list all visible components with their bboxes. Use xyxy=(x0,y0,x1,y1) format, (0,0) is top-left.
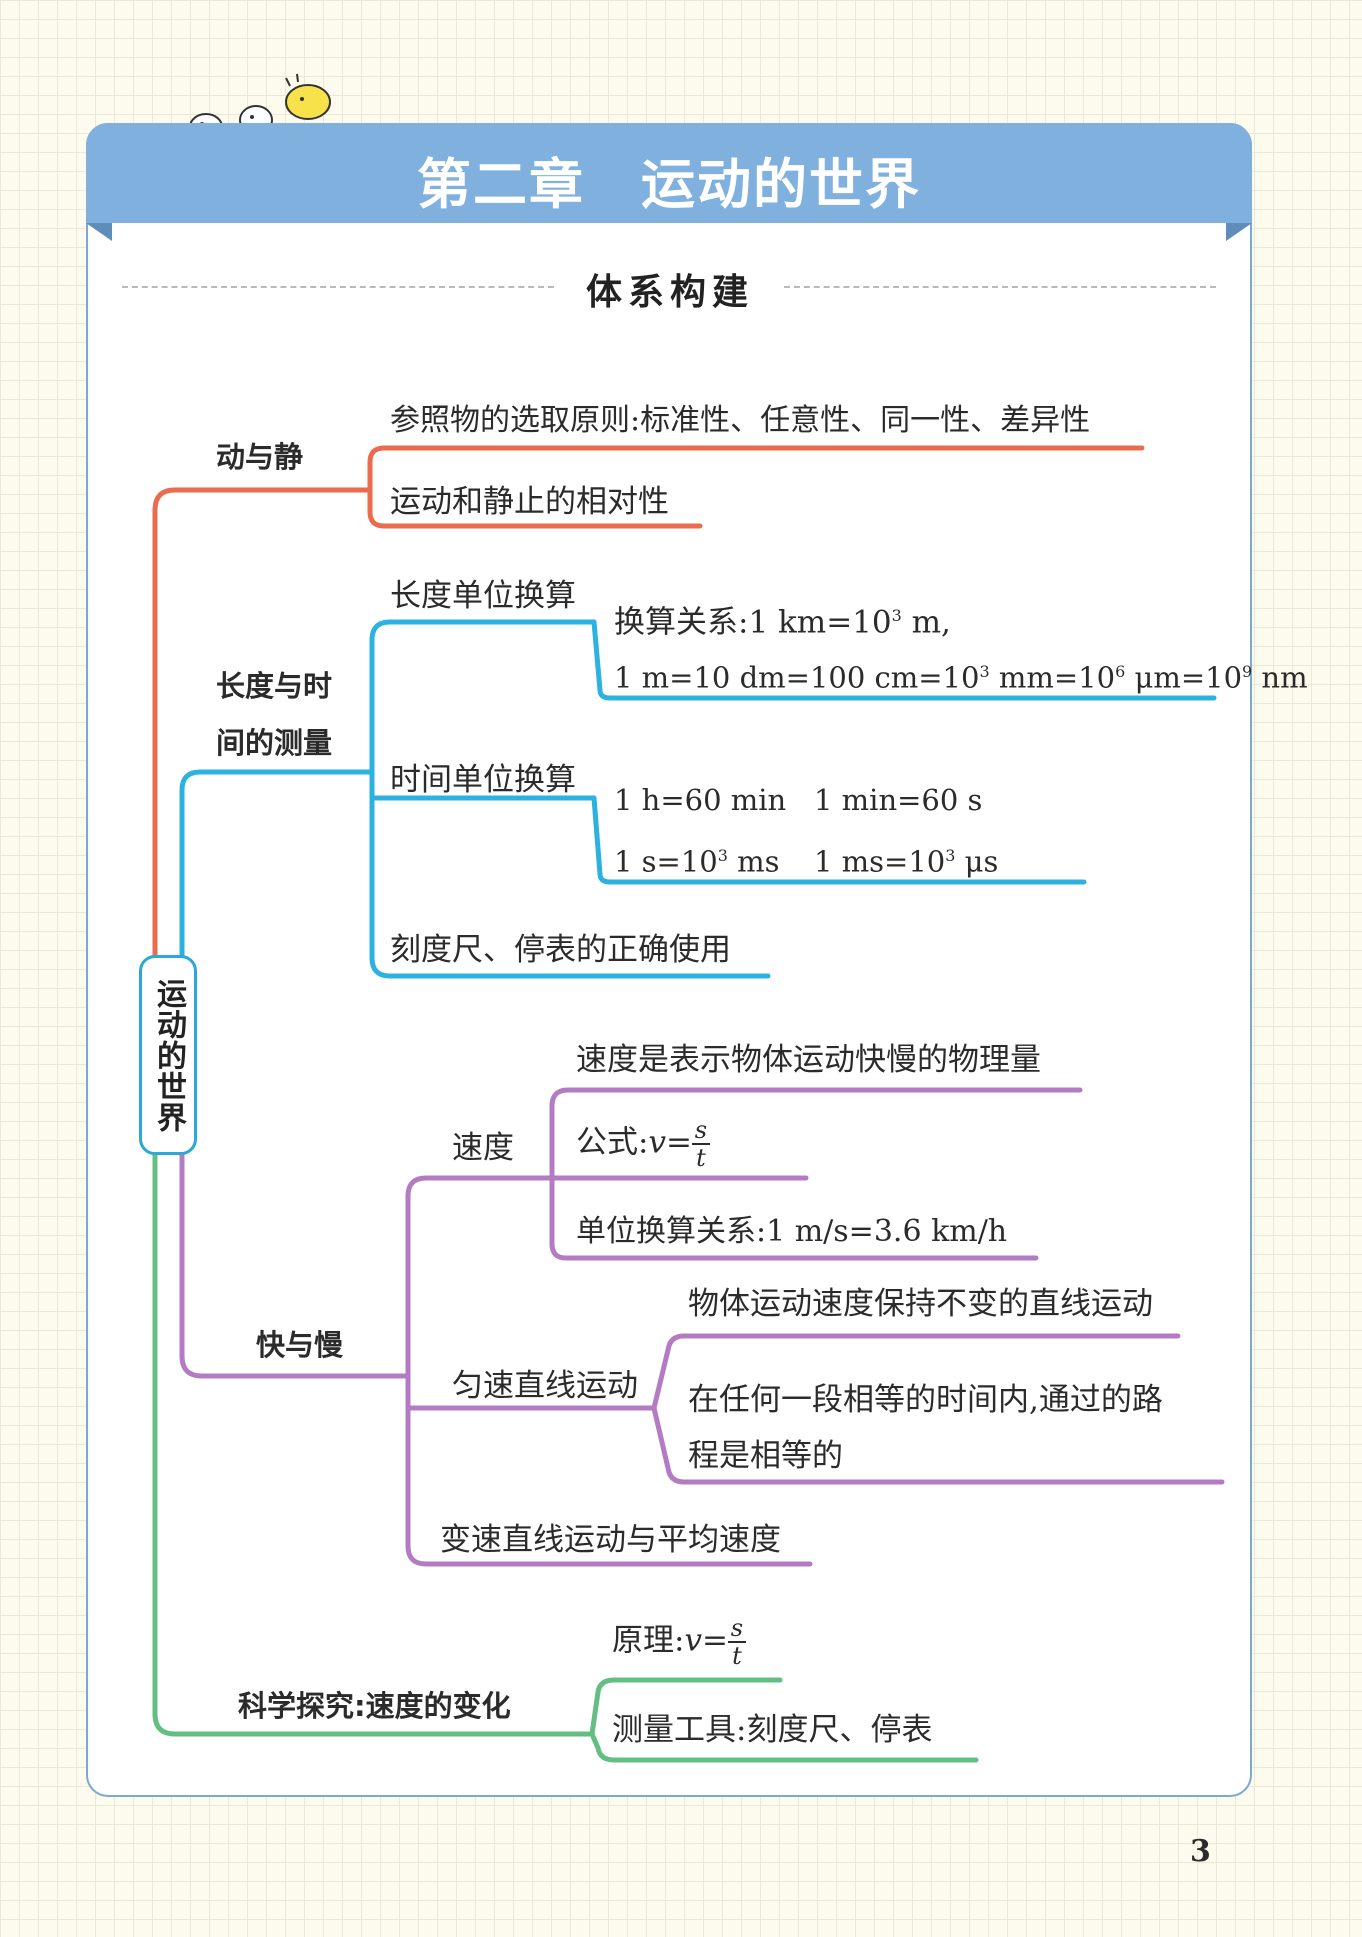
connector-time xyxy=(591,795,1087,885)
length-line1-prefix: 换算关系:1 km=10 xyxy=(614,604,892,641)
root-node: 运动的世界 xyxy=(139,955,197,1155)
explore-principle-var: v= xyxy=(684,1622,728,1659)
branch-measure-label-2: 间的测量 xyxy=(216,726,333,760)
banner-fold-left xyxy=(86,223,112,241)
explore-tools: 测量工具:刻度尺、停表 xyxy=(612,1712,933,1748)
page-number: 3 xyxy=(1190,1834,1211,1869)
length-conversion-line2: 1 m=10 dm=100 cm=103 mm=106 μm=109 nm xyxy=(614,652,1308,698)
dashed-rule-left xyxy=(122,286,554,288)
length-line2-sup1: 3 xyxy=(979,662,990,681)
speed-formula-var: v= xyxy=(648,1124,692,1161)
time-row2-second: 1 s=103 ms xyxy=(614,836,780,882)
time-row2-second-a: 1 s=10 xyxy=(614,844,718,879)
length-line2-part4: nm xyxy=(1252,660,1308,695)
measure-tools-usage: 刻度尺、停表的正确使用 xyxy=(390,932,731,968)
length-line2-sup3: 9 xyxy=(1242,662,1253,681)
connector-root-explore xyxy=(152,1152,595,1737)
connector-root-measure xyxy=(179,769,375,958)
banner-fold-right xyxy=(1226,223,1252,241)
fraction-bar xyxy=(727,1641,746,1643)
connector-speed-sub xyxy=(549,1087,1083,1261)
time-row2-ms-a: 1 ms=10 xyxy=(814,844,946,879)
explore-principle-num: s xyxy=(730,1614,744,1642)
connector-uniform-sub xyxy=(651,1333,1225,1485)
dashed-rule-right xyxy=(784,286,1216,288)
connector-speed-items xyxy=(405,1175,813,1567)
time-row1-minute: 1 min=60 s xyxy=(814,783,983,817)
branch-speed-label: 快与慢 xyxy=(256,1328,344,1362)
speed-formula-num: s xyxy=(694,1116,708,1144)
length-line2-part3: μm=10 xyxy=(1125,660,1243,695)
static-item-reference: 参照物的选取原则:标准性、任意性、同一性、差异性 xyxy=(390,403,1091,438)
uniform-motion-label: 匀速直线运动 xyxy=(452,1368,638,1404)
uniform-motion-item2-line2: 程是相等的 xyxy=(688,1438,843,1474)
length-line1-suffix: m, xyxy=(901,604,951,641)
time-row2-millisecond: 1 ms=103 μs xyxy=(814,836,998,882)
branch-measure-label-1: 长度与时 xyxy=(216,669,333,703)
static-item-relativity: 运动和静止的相对性 xyxy=(390,484,669,520)
connector-root-static xyxy=(152,487,373,958)
content-card xyxy=(86,123,1252,1797)
section-title: 体系构建 xyxy=(585,272,754,313)
time-row2-ms-b: μs xyxy=(955,844,999,879)
length-conversion-line1: 换算关系:1 km=103 m, xyxy=(614,596,951,642)
connector-length xyxy=(591,619,1217,701)
chapter-title: 第二章 运动的世界 xyxy=(417,153,921,216)
length-line2-part1: 1 m=10 dm=100 cm=10 xyxy=(614,660,980,695)
speed-label: 速度 xyxy=(452,1130,514,1166)
connector-measure-items xyxy=(369,619,771,979)
time-row2-second-b: ms xyxy=(727,844,780,879)
root-label: 运动的世界 xyxy=(151,977,186,1133)
branch-static-label: 动与静 xyxy=(216,440,304,474)
time-conversion-label: 时间单位换算 xyxy=(390,762,576,798)
chapter-banner xyxy=(86,123,1252,223)
uniform-motion-item1: 物体运动速度保持不变的直线运动 xyxy=(688,1286,1153,1322)
speed-formula-den: t xyxy=(696,1144,706,1172)
time-row2-second-sup: 3 xyxy=(717,846,728,865)
length-conversion-label: 长度单位换算 xyxy=(390,578,576,614)
fraction-bar xyxy=(691,1143,710,1145)
branch-explore-label: 科学探究:速度的变化 xyxy=(238,1689,511,1723)
variable-motion: 变速直线运动与平均速度 xyxy=(440,1522,781,1558)
length-line1-sup: 3 xyxy=(891,606,902,625)
length-line2-part2: mm=10 xyxy=(989,660,1116,695)
speed-definition: 速度是表示物体运动快慢的物理量 xyxy=(576,1042,1041,1078)
length-line2-sup2: 6 xyxy=(1115,662,1126,681)
speed-formula-prefix: 公式: xyxy=(576,1124,649,1161)
connector-explore-items xyxy=(589,1677,979,1763)
explore-principle-den: t xyxy=(732,1642,742,1670)
speed-unit-conversion: 单位换算关系:1 m/s=3.6 km/h xyxy=(576,1214,1008,1249)
connector-root-speed xyxy=(179,1152,411,1379)
explore-principle-prefix: 原理: xyxy=(612,1622,685,1659)
connector-static-items xyxy=(367,445,1145,529)
uniform-motion-item2-line1: 在任何一段相等的时间内,通过的路 xyxy=(688,1382,1163,1418)
time-row2-ms-sup: 3 xyxy=(945,846,956,865)
time-row1-hour: 1 h=60 min xyxy=(614,783,787,817)
